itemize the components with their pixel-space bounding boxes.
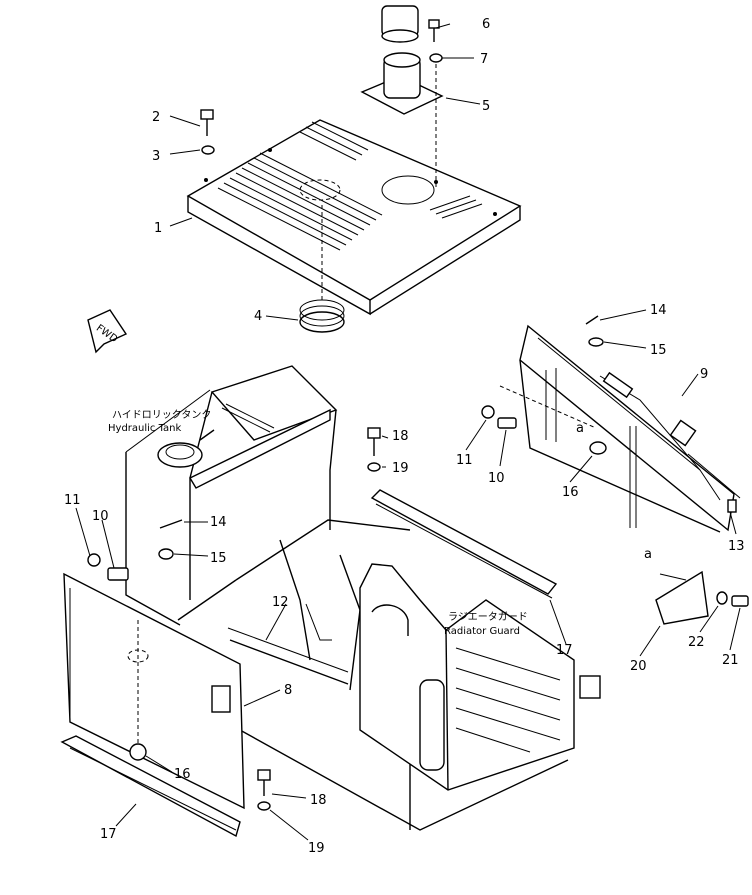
callout-11-left: 11	[64, 493, 81, 508]
washer-19-bottom	[257, 801, 271, 811]
callout-21: 21	[722, 653, 739, 668]
filler-cap	[381, 5, 419, 43]
bolt-6	[428, 19, 440, 42]
leader-lines	[75, 23, 741, 841]
callout-10-left: 10	[92, 509, 109, 524]
callout-13: 13	[728, 539, 745, 554]
callout-7: 7	[480, 52, 488, 67]
callout-17-left: 17	[100, 827, 117, 842]
callout-3: 3	[152, 149, 160, 164]
callout-numbers: 6 7 5 2 3 1 4 14 15 9 11 10 16 18 19 13 …	[64, 17, 745, 856]
top-cover-plate	[186, 119, 522, 316]
rail-17-right	[370, 489, 558, 599]
washer-15-right	[588, 337, 604, 347]
bolt-2	[200, 109, 214, 136]
callout-14-right: 14	[650, 303, 667, 318]
callout-6: 6	[482, 17, 490, 32]
side-door-9	[519, 324, 741, 533]
hydraulic-tank-label-en: Hydraulic Tank	[108, 423, 182, 434]
radiator-guard-label-jp: ラジエータガード	[448, 611, 528, 623]
callout-4: 4	[254, 309, 262, 324]
pin-14-left	[159, 519, 183, 529]
hydraulic-tank-label-jp: ハイドロリックタンク	[112, 409, 211, 421]
callout-15-left: 15	[210, 551, 227, 566]
washer-7	[429, 53, 443, 63]
callout-19-top: 19	[392, 461, 409, 476]
callout-18-bottom: 18	[310, 793, 327, 808]
callout-18-top: 18	[392, 429, 409, 444]
radiator-guard-label-en: Radiator Guard	[444, 626, 520, 637]
callout-17-right: 17	[556, 643, 573, 658]
washer-15-left	[158, 548, 174, 560]
view-a-marker-bracket: a	[644, 547, 652, 562]
bolt-18-bottom	[257, 769, 271, 796]
washer-19-top	[367, 462, 381, 472]
latch-13	[727, 499, 737, 513]
view-a-marker-right-door: a	[576, 421, 584, 436]
washer-16-right	[589, 441, 607, 455]
callout-20: 20	[630, 659, 647, 674]
washer-16-left	[129, 743, 147, 761]
callout-9: 9	[700, 367, 708, 382]
callout-8: 8	[284, 683, 292, 698]
callout-10-right: 10	[488, 471, 505, 486]
callout-16-left: 16	[174, 767, 191, 782]
bracket-20	[655, 570, 709, 625]
callout-2: 2	[152, 110, 160, 125]
side-door-8	[63, 572, 245, 810]
callout-22: 22	[688, 635, 705, 650]
washer-22	[716, 591, 728, 605]
washer-3	[201, 145, 215, 155]
bolt-10-left	[107, 567, 129, 581]
pin-14-right	[585, 315, 599, 325]
radiator-guard	[359, 563, 601, 791]
filler-neck-flange	[360, 52, 444, 115]
bolt-10-right	[497, 417, 517, 429]
callout-5: 5	[482, 99, 490, 114]
callout-15-right: 15	[650, 343, 667, 358]
callout-19-bottom: 19	[308, 841, 325, 856]
washer-11-right	[481, 405, 495, 419]
hydraulic-tank	[125, 365, 338, 626]
seal-ring-4	[299, 299, 345, 333]
washer-11-left	[87, 553, 101, 567]
bolt-21	[731, 595, 749, 607]
bolt-18-top	[367, 427, 381, 456]
callout-1: 1	[154, 221, 162, 236]
callout-11-right: 11	[456, 453, 473, 468]
callout-14-left: 14	[210, 515, 227, 530]
callout-16-right: 16	[562, 485, 579, 500]
callout-12: 12	[272, 595, 289, 610]
fwd-arrow-icon: FWD	[87, 309, 128, 354]
rail-17-left	[60, 735, 241, 838]
